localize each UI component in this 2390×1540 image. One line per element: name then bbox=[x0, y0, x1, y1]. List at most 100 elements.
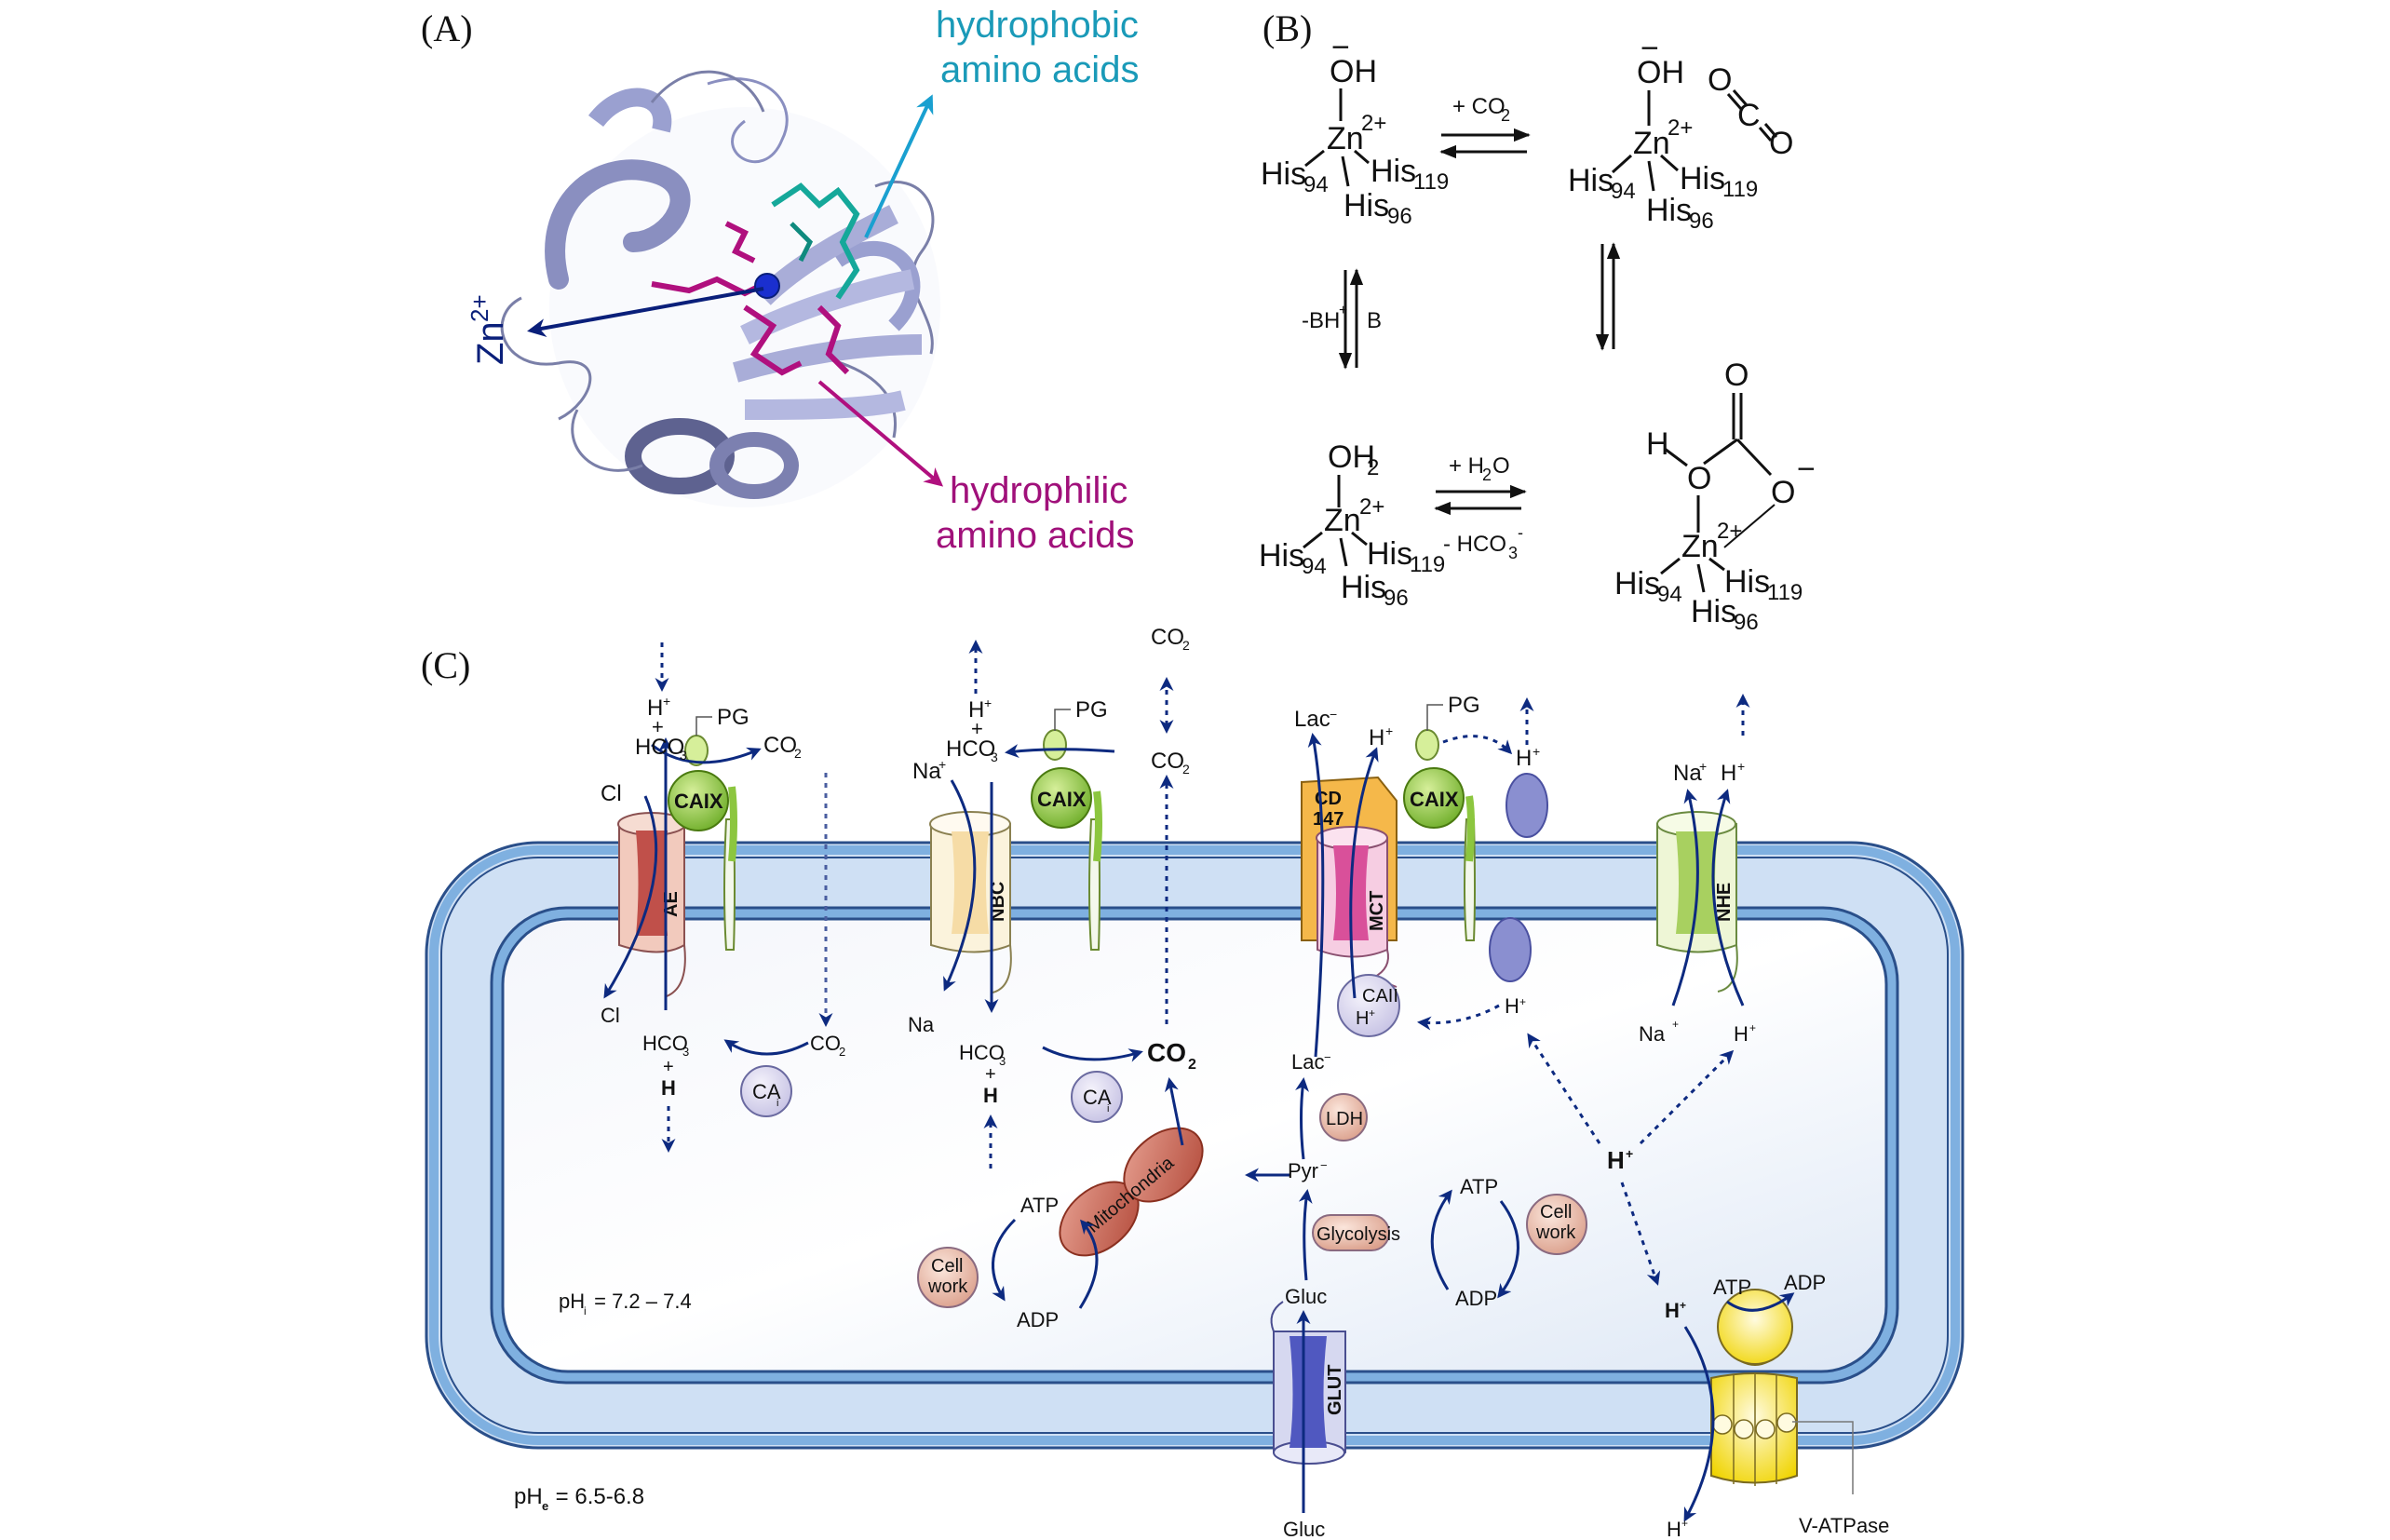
svg-text:O: O bbox=[1708, 62, 1732, 98]
svg-text:Zn: Zn bbox=[1324, 503, 1361, 538]
svg-text:Glycolysis: Glycolysis bbox=[1317, 1224, 1400, 1245]
svg-text:O: O bbox=[1687, 461, 1711, 496]
svg-text:= 6.5-6.8: = 6.5-6.8 bbox=[549, 1484, 644, 1509]
svg-text:H: H bbox=[1721, 761, 1736, 786]
svg-text:OH: OH bbox=[1637, 55, 1684, 90]
svg-text:+ H: + H bbox=[1449, 453, 1484, 479]
svg-text:His: His bbox=[1724, 564, 1770, 600]
svg-text:Cl: Cl bbox=[601, 781, 622, 806]
svg-text:ATP: ATP bbox=[1020, 1194, 1059, 1217]
svg-text:Gluc: Gluc bbox=[1285, 1285, 1327, 1308]
hydrophobic-arrow bbox=[864, 94, 934, 238]
svg-text:Na: Na bbox=[912, 759, 941, 784]
svg-text:AE: AE bbox=[661, 891, 682, 917]
svg-text:+: + bbox=[1626, 1146, 1633, 1161]
svg-text:H: H bbox=[1369, 725, 1384, 750]
svg-text:His: His bbox=[1344, 188, 1389, 223]
svg-text:2: 2 bbox=[1501, 106, 1510, 125]
base-equilibrium-arrows: -BH + B bbox=[1302, 268, 1382, 370]
svg-text:Zn: Zn bbox=[1681, 529, 1719, 564]
svg-text:H: H bbox=[647, 696, 663, 721]
proton-mct-arrow bbox=[1349, 747, 1379, 999]
svg-text:i: i bbox=[776, 1098, 778, 1109]
svg-text:119: 119 bbox=[1722, 177, 1758, 202]
svg-text:ATP: ATP bbox=[1460, 1175, 1498, 1198]
svg-text:i: i bbox=[1107, 1103, 1109, 1114]
svg-text:+: + bbox=[1533, 744, 1540, 759]
proton-pump-arrow bbox=[1683, 1326, 1715, 1522]
svg-text:-: - bbox=[1518, 523, 1523, 542]
svg-text:2+: 2+ bbox=[1359, 494, 1384, 520]
ldh-enzyme: LDH bbox=[1319, 1093, 1368, 1141]
svg-text:3: 3 bbox=[680, 748, 687, 763]
svg-text:OH: OH bbox=[1328, 439, 1375, 475]
sodium-import-arrow bbox=[943, 779, 977, 992]
svg-text:Cell: Cell bbox=[1540, 1202, 1572, 1223]
svg-text:+: + bbox=[1737, 759, 1745, 774]
svg-text:His: His bbox=[1259, 538, 1304, 574]
svg-text:96: 96 bbox=[1734, 610, 1759, 635]
svg-text:H: H bbox=[661, 1076, 676, 1100]
membrane-protein-inner bbox=[1489, 917, 1532, 982]
svg-text:work: work bbox=[1535, 1223, 1576, 1243]
svg-text:Lac: Lac bbox=[1294, 707, 1330, 732]
protein-structure bbox=[500, 70, 940, 507]
svg-text:+: + bbox=[1385, 723, 1393, 738]
svg-text:2+: 2+ bbox=[466, 294, 493, 322]
panel-c: (C) AE CAIX PG bbox=[421, 625, 1965, 1540]
svg-text:H: H bbox=[968, 697, 984, 723]
svg-text:Lac: Lac bbox=[1291, 1050, 1324, 1074]
svg-text:Na: Na bbox=[1639, 1022, 1666, 1046]
svg-text:PG: PG bbox=[717, 705, 749, 730]
cell-work-1: Cell work bbox=[917, 1247, 979, 1308]
svg-text:His: His bbox=[1680, 161, 1725, 196]
svg-text:PG: PG bbox=[1075, 697, 1108, 723]
svg-text:O: O bbox=[1492, 453, 1510, 479]
atp-synthesis-arrow-2 bbox=[1430, 1189, 1452, 1290]
zinc-label: Zn 2+ bbox=[466, 294, 511, 365]
svg-text:2: 2 bbox=[1182, 762, 1190, 777]
svg-text:+: + bbox=[1672, 1018, 1679, 1031]
svg-text:+: + bbox=[1519, 995, 1526, 1008]
svg-text:+: + bbox=[971, 717, 983, 740]
svg-text:147: 147 bbox=[1313, 809, 1344, 830]
membrane-protein-outer bbox=[1506, 773, 1548, 838]
ph-intracellular-label: pH i = 7.2 – 7.4 bbox=[559, 1290, 692, 1317]
v-atpase: V-ATPase bbox=[1710, 1289, 1889, 1537]
svg-text:3: 3 bbox=[682, 1045, 689, 1059]
svg-text:2: 2 bbox=[794, 746, 802, 761]
svg-text:96: 96 bbox=[1689, 209, 1714, 234]
svg-text:HCO: HCO bbox=[946, 736, 995, 762]
pyruvate-to-lactate-arrow bbox=[1295, 1077, 1309, 1160]
svg-text:+: + bbox=[984, 696, 992, 710]
svg-text:CO: CO bbox=[763, 733, 797, 758]
svg-text:+ CO: + CO bbox=[1452, 94, 1506, 119]
svg-text:H: H bbox=[1505, 994, 1519, 1018]
zinc-hydroxide-co2-complex: − OH Zn 2+ His 94 His 119 His 96 O C O bbox=[1568, 31, 1793, 234]
svg-text:O: O bbox=[1724, 358, 1749, 393]
svg-text:NHE: NHE bbox=[1714, 883, 1735, 922]
hydrophilic-label-line2: amino acids bbox=[936, 515, 1134, 556]
caii-enzyme: CAII H + bbox=[1337, 974, 1400, 1037]
water-bicarbonate-arrows: + H 2 O - HCO 3 - bbox=[1434, 453, 1527, 562]
caix-enzyme-3: CAIX PG bbox=[1403, 693, 1480, 941]
atp-synthesis-arrow-1 bbox=[1078, 1219, 1099, 1309]
caix-conversion-arrow-1 bbox=[651, 743, 762, 764]
svg-text:GLUT: GLUT bbox=[1325, 1365, 1345, 1415]
lactate-efflux-arrow bbox=[1307, 733, 1325, 1058]
bicarbonate-formation-arrows bbox=[1595, 242, 1621, 351]
ph-extracellular-label: pH e = 6.5-6.8 bbox=[514, 1484, 644, 1513]
svg-text:CAIX: CAIX bbox=[674, 790, 723, 813]
proton-route-arrow-2 bbox=[1639, 1049, 1735, 1145]
mct-transporter: MCT bbox=[1316, 826, 1398, 988]
svg-text:His: His bbox=[1261, 156, 1306, 192]
panel-a-label: (A) bbox=[421, 7, 473, 49]
svg-text:ADP: ADP bbox=[1784, 1271, 1826, 1294]
svg-text:H: H bbox=[1734, 1022, 1749, 1046]
svg-text:119: 119 bbox=[1410, 552, 1445, 577]
svg-text:+: + bbox=[1680, 1299, 1686, 1312]
caix-enzyme-2: CAIX PG bbox=[1031, 697, 1108, 951]
svg-text:96: 96 bbox=[1387, 204, 1412, 229]
glycolysis-pathway: Glycolysis bbox=[1312, 1214, 1400, 1251]
svg-text:119: 119 bbox=[1413, 169, 1449, 195]
